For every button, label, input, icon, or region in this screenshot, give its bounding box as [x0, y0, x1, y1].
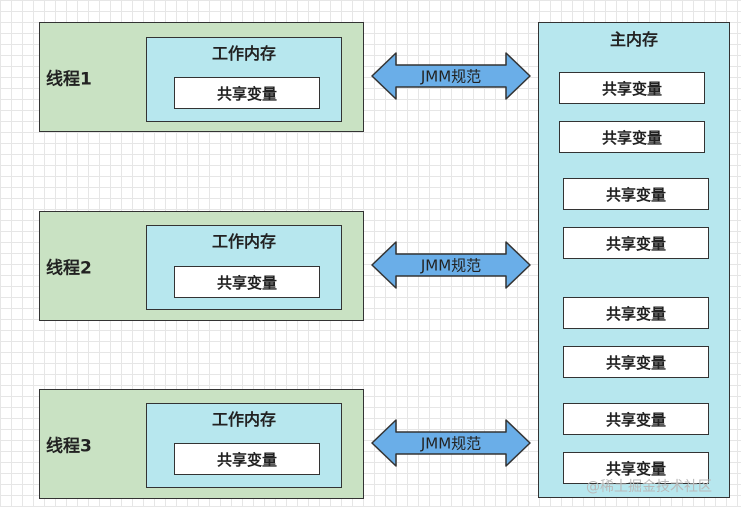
double-arrow-icon [371, 241, 531, 289]
thread-3-shared-variable: 共享变量 [174, 443, 320, 475]
jmm-arrow-3-label: JMM规范 [420, 434, 482, 453]
jmm-arrow-1-label: JMM规范 [420, 67, 482, 86]
thread-2-shared-variable: 共享变量 [174, 266, 320, 298]
main-memory-shared-variable: 共享变量 [559, 72, 705, 104]
main-memory-shared-variable: 共享变量 [563, 178, 709, 210]
double-arrow-icon [371, 52, 531, 100]
main-memory-shared-variable: 共享变量 [559, 121, 705, 153]
jmm-arrow-1: JMM规范 [371, 52, 531, 100]
main-memory-shared-variable: 共享变量 [563, 403, 709, 435]
thread-3-label: 线程3 [46, 436, 92, 457]
jmm-arrow-3: JMM规范 [371, 419, 531, 467]
main-memory-shared-variable: 共享变量 [563, 346, 709, 378]
thread-1-working-memory-title: 工作内存 [211, 44, 276, 63]
jmm-arrow-2: JMM规范 [371, 241, 531, 289]
thread-3-working-memory-title: 工作内存 [211, 410, 276, 429]
main-memory-shared-variable: 共享变量 [563, 297, 709, 329]
main-memory-shared-variable: 共享变量 [563, 452, 709, 484]
double-arrow-icon [371, 419, 531, 467]
watermark: @稀土掘金技术社区 [586, 479, 712, 495]
thread-2-working-memory-title: 工作内存 [211, 232, 276, 251]
main-memory-title: 主内存 [609, 30, 658, 49]
thread-1-label: 线程1 [46, 69, 92, 90]
jmm-arrow-2-label: JMM规范 [420, 256, 482, 275]
thread-1-shared-variable: 共享变量 [174, 77, 320, 109]
thread-2-label: 线程2 [46, 258, 92, 279]
main-memory-shared-variable: 共享变量 [563, 227, 709, 259]
